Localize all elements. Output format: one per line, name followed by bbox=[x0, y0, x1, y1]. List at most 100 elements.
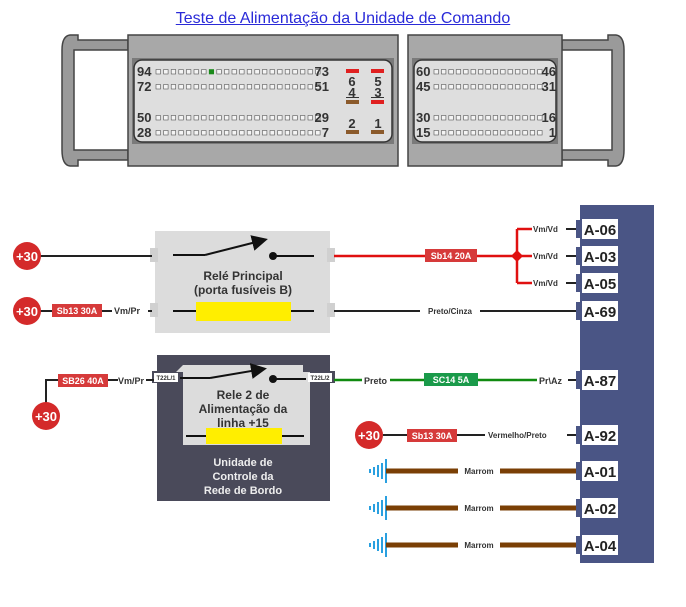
relay2-pin-out: T22L/2 bbox=[310, 376, 330, 382]
connector-pin bbox=[470, 69, 476, 75]
pin-label: 50 bbox=[137, 110, 151, 125]
connector-pin bbox=[463, 115, 469, 121]
connector-pin bbox=[224, 69, 230, 75]
connector-pin bbox=[269, 84, 275, 90]
connector-pin bbox=[254, 130, 260, 136]
connector-pin bbox=[224, 130, 230, 136]
connector-pin bbox=[500, 130, 506, 136]
ecu-pin-label: A-05 bbox=[584, 276, 617, 293]
connector-pin bbox=[163, 130, 169, 136]
source-plus30: +30 bbox=[355, 421, 383, 449]
relay2-label: Alimentação da bbox=[199, 402, 288, 416]
ecu-pin-label: A-01 bbox=[584, 464, 617, 481]
connector-pin bbox=[470, 130, 476, 136]
power-pin-label: 5 bbox=[374, 74, 381, 89]
connector-pin bbox=[455, 115, 462, 121]
ecu-pin-list: A-06A-03A-05A-69A-87A-92A-01A-02A-04 bbox=[576, 219, 618, 555]
fuse-label: SC14 5A bbox=[433, 375, 470, 385]
ecu-pin-box bbox=[582, 425, 618, 445]
fuse-sb13: Sb13 30A bbox=[52, 304, 102, 317]
power-pin-4 bbox=[346, 100, 359, 104]
connector-pin bbox=[231, 130, 237, 136]
connector-pin bbox=[269, 69, 275, 75]
connector-pin bbox=[178, 115, 184, 121]
connector-pin bbox=[455, 130, 462, 136]
power-pin-1 bbox=[371, 130, 384, 134]
source-circle bbox=[13, 242, 41, 270]
wire-label: Vermelho/Preto bbox=[488, 431, 547, 440]
fuse-label: Sb13 30A bbox=[412, 431, 453, 441]
switch-arrow-icon bbox=[209, 363, 267, 379]
ecu-pin-tab bbox=[576, 371, 582, 389]
connector-pin bbox=[178, 84, 184, 90]
control-unit-label: Unidade de bbox=[213, 457, 272, 469]
connector-pin bbox=[216, 84, 222, 90]
ecu-pin-tab bbox=[576, 220, 582, 238]
connector-pin bbox=[315, 130, 321, 136]
fuse-label: Sb14 20A bbox=[431, 251, 472, 261]
pin-label: 16 bbox=[542, 110, 556, 125]
connector-pin bbox=[515, 84, 521, 90]
connector-pin bbox=[155, 130, 161, 136]
ground-wire-row: Marrom bbox=[369, 459, 578, 483]
connector-pin bbox=[239, 84, 245, 90]
pin-label: 1 bbox=[549, 125, 556, 140]
connector-pin bbox=[208, 69, 214, 75]
connector-pin bbox=[193, 130, 199, 136]
source-circle bbox=[355, 421, 383, 449]
connector-pin bbox=[277, 130, 283, 136]
connector-pin bbox=[163, 84, 169, 90]
connector-pin bbox=[522, 69, 528, 75]
fuse-sc14: SC14 5A bbox=[424, 373, 478, 386]
connector-pin bbox=[522, 115, 528, 121]
connector-pin bbox=[448, 130, 454, 136]
connector-pin bbox=[478, 115, 484, 121]
ecu-pin-box bbox=[582, 535, 618, 555]
connector-pin bbox=[239, 130, 245, 136]
connector-pin bbox=[284, 130, 291, 136]
fusible-link bbox=[206, 428, 282, 444]
pin-label: 72 bbox=[137, 79, 151, 94]
relay-principal: Relé Principal (porta fusíveis B) bbox=[150, 231, 335, 333]
ecu-pin: A-69 bbox=[576, 301, 618, 321]
connector-pin bbox=[246, 69, 252, 75]
connector-pin bbox=[239, 115, 245, 121]
connector-pin bbox=[478, 69, 484, 75]
wire bbox=[45, 379, 58, 404]
fuse-box bbox=[425, 249, 477, 262]
connector-pin bbox=[522, 84, 528, 90]
connector-pin bbox=[315, 69, 321, 75]
connector-pin bbox=[485, 69, 491, 75]
wire-label: Vm/Pr bbox=[118, 376, 145, 386]
relay-principal-sublabel: (porta fusíveis B) bbox=[194, 283, 292, 297]
connector-pin bbox=[315, 115, 321, 121]
power-pin-label: 6 bbox=[348, 74, 355, 89]
connector-pin bbox=[300, 69, 306, 75]
source-circle bbox=[13, 297, 41, 325]
switch-arrow-icon bbox=[204, 235, 268, 256]
connector-pin bbox=[441, 69, 447, 75]
connector-pin bbox=[201, 69, 207, 75]
ecu-pin-tab bbox=[576, 302, 582, 320]
connector-pin bbox=[441, 130, 447, 136]
pin-tag bbox=[308, 373, 332, 382]
connector-pin bbox=[315, 84, 321, 90]
ecu-pin-box bbox=[582, 273, 618, 293]
pin-label: 94 bbox=[137, 64, 152, 79]
relay2-pin-in: T22L/1 bbox=[156, 376, 176, 382]
source-plus30: +30 bbox=[13, 242, 41, 270]
ground-icon bbox=[369, 496, 387, 520]
ecu-pin: A-04 bbox=[576, 535, 618, 555]
connector-pin bbox=[300, 84, 306, 90]
source-plus30: +30 bbox=[32, 402, 60, 430]
connector-pin bbox=[269, 130, 275, 136]
page-title-link[interactable]: Teste de Alimentação da Unidade de Coman… bbox=[175, 10, 511, 27]
ecu-pin: A-01 bbox=[576, 461, 618, 481]
power-pin-2 bbox=[346, 130, 359, 134]
connector-pin bbox=[254, 69, 260, 75]
connector-pin bbox=[193, 69, 199, 75]
ecu-pin: A-87 bbox=[576, 370, 618, 390]
connector-latch-left bbox=[61, 34, 129, 167]
